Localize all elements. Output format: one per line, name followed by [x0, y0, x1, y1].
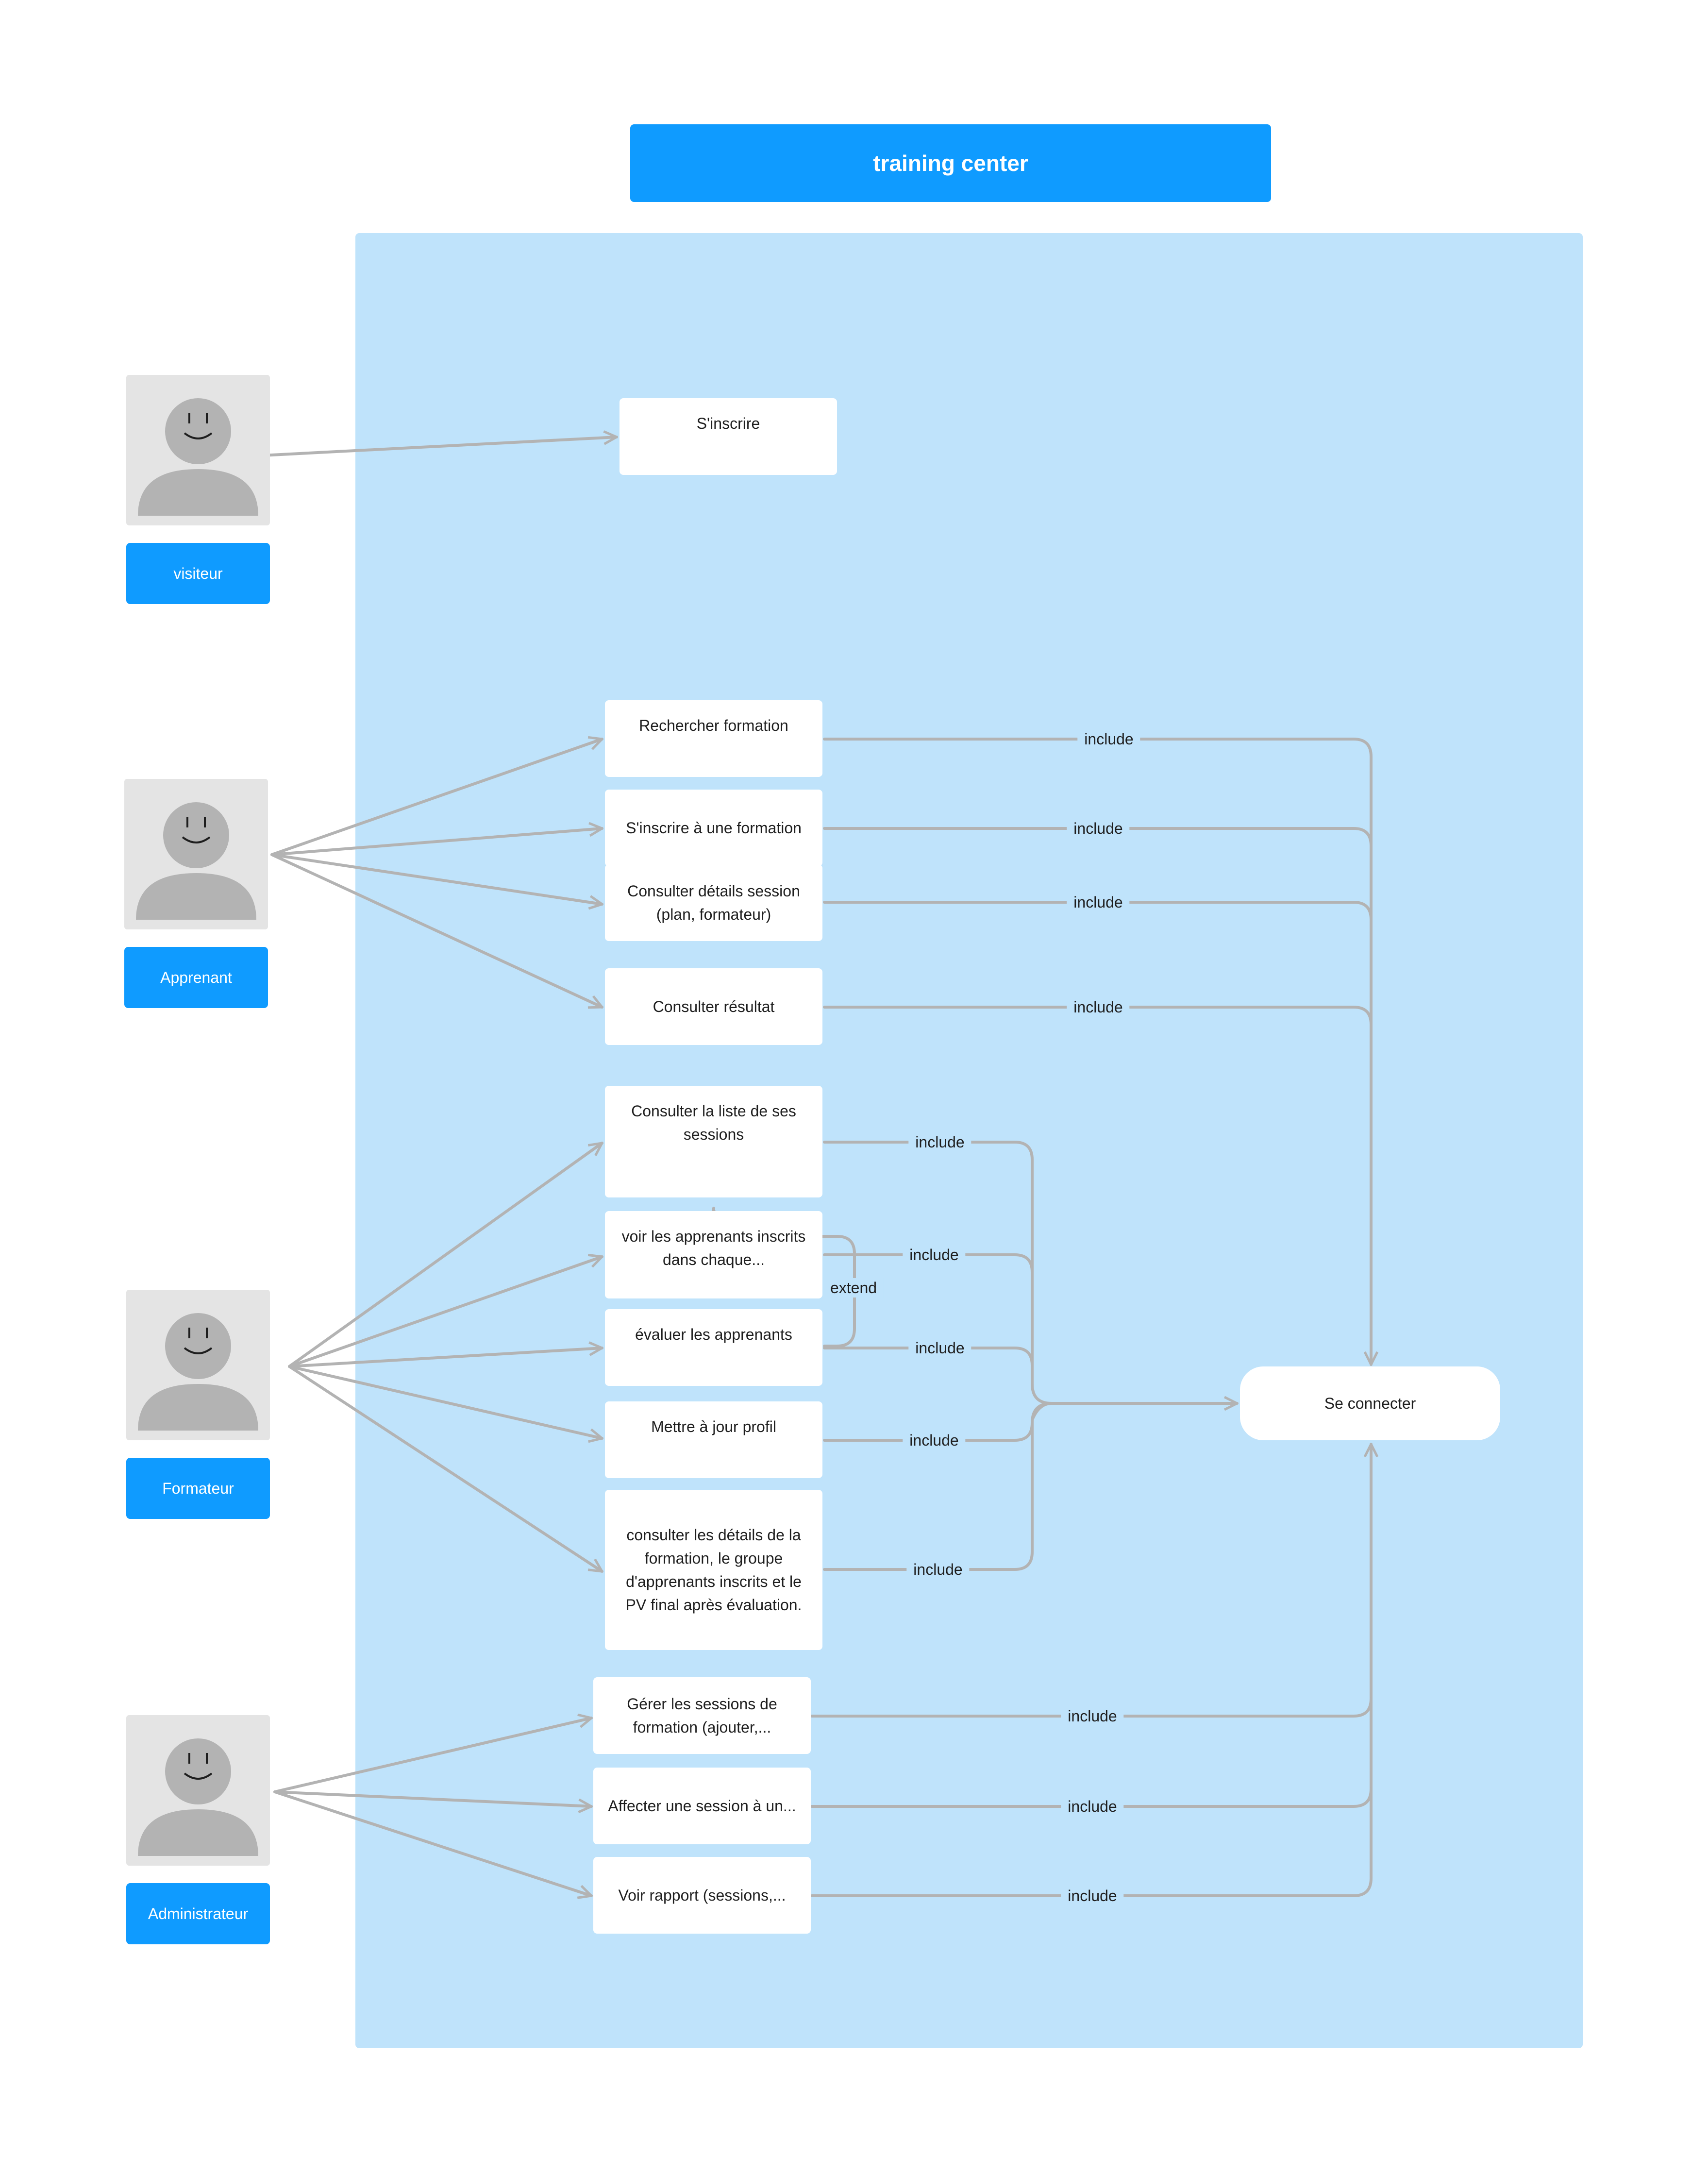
assoc-admin-affecter	[273, 1790, 593, 1806]
usecase-voir-apprenants-label: voir les apprenants inscrits dans chaque…	[621, 1228, 806, 1268]
include-inscrire-formation	[823, 827, 1373, 847]
include-label-voir-apprenants: include	[903, 1245, 966, 1264]
usecase-se-connecter-label: Se connecter	[1324, 1394, 1416, 1412]
include-label-gerer-sessions: include	[1061, 1706, 1124, 1726]
include-details-session	[823, 901, 1373, 921]
usecase-se-connecter: Se connecter	[1240, 1366, 1500, 1440]
extend-label: extend	[823, 1278, 884, 1298]
include-label-inscrire-formation: include	[1067, 819, 1130, 838]
include-gerer-sessions	[810, 1697, 1373, 1718]
usecase-evaluer-apprenants: évaluer les apprenants	[605, 1309, 822, 1386]
usecase-affecter-session-label: Affecter une session à un...	[608, 1797, 796, 1815]
usecase-gerer-sessions-label: Gérer les sessions de formation (ajouter…	[627, 1695, 777, 1736]
apprenant-avatar-icon	[124, 779, 268, 929]
assoc-apprenant-resultat	[270, 853, 602, 1007]
include-label-affecter: include	[1061, 1797, 1124, 1816]
include-voir-apprenants	[823, 1253, 1034, 1274]
usecase-mettre-a-jour-profil-label: Mettre à jour profil	[651, 1418, 776, 1435]
assoc-admin-rapport	[273, 1790, 591, 1896]
usecase-sinscrire-formation-label: S'inscrire à une formation	[626, 819, 802, 837]
include-rechercher	[823, 738, 1371, 1366]
include-label-profil: include	[903, 1431, 966, 1450]
actor-administrateur-label: Administrateur	[126, 1883, 270, 1944]
usecase-consulter-resultat-label: Consulter résultat	[653, 998, 775, 1015]
usecase-gerer-sessions: Gérer les sessions de formation (ajouter…	[593, 1677, 811, 1754]
assoc-formateur-liste-sessions	[288, 1143, 602, 1368]
assoc-formateur-voir-apprenants	[288, 1257, 602, 1368]
usecase-mettre-a-jour-profil: Mettre à jour profil	[605, 1401, 822, 1478]
include-details-formation	[823, 1402, 1053, 1571]
formateur-avatar-icon	[126, 1290, 270, 1440]
visiteur-avatar-icon	[126, 375, 270, 525]
include-label-rapport: include	[1061, 1886, 1124, 1905]
usecase-rechercher-formation-label: Rechercher formation	[639, 717, 788, 734]
usecase-voir-rapport-label: Voir rapport (sessions,...	[618, 1887, 786, 1904]
include-label-details-session: include	[1067, 893, 1130, 912]
usecase-consulter-details-formation-label: consulter les détails de la formation, l…	[625, 1526, 802, 1614]
assoc-apprenant-details-session	[270, 853, 602, 904]
include-resultat	[823, 1006, 1373, 1026]
usecase-consulter-liste-sessions-label: Consulter la liste de ses sessions	[631, 1102, 796, 1143]
include-label-liste-sessions: include	[908, 1132, 971, 1152]
usecase-voir-rapport: Voir rapport (sessions,...	[593, 1857, 811, 1934]
actor-visiteur-label: visiteur	[126, 543, 270, 604]
usecase-consulter-resultat: Consulter résultat	[605, 968, 822, 1045]
include-affecter	[810, 1787, 1373, 1808]
include-label-rechercher: include	[1077, 729, 1140, 749]
administrateur-avatar-icon	[126, 1715, 270, 1866]
assoc-formateur-evaluer	[288, 1348, 603, 1368]
actor-formateur-label: Formateur	[126, 1458, 270, 1519]
diagram-title: training center	[630, 124, 1271, 202]
assoc-apprenant-rechercher	[270, 739, 602, 856]
assoc-formateur-profil	[288, 1365, 602, 1438]
include-rapport	[810, 1443, 1371, 1897]
include-label-resultat: include	[1067, 997, 1130, 1017]
assoc-apprenant-inscrire-formation	[270, 828, 602, 856]
usecase-sinscrire-formation: S'inscrire à une formation	[605, 790, 822, 866]
usecase-rechercher-formation: Rechercher formation	[605, 700, 822, 777]
usecase-affecter-session: Affecter une session à un...	[593, 1768, 811, 1844]
usecase-sinscrire: S'inscrire	[620, 398, 837, 475]
assoc-formateur-details-formation	[288, 1365, 602, 1571]
usecase-voir-apprenants: voir les apprenants inscrits dans chaque…	[605, 1211, 822, 1298]
usecase-consulter-details-session-label: Consulter détails session (plan, formate…	[627, 882, 800, 923]
assoc-admin-gerer-sessions	[273, 1718, 591, 1793]
usecase-sinscrire-label: S'inscrire	[696, 415, 760, 432]
usecase-consulter-details-session: Consulter détails session (plan, formate…	[605, 864, 822, 941]
usecase-consulter-details-formation: consulter les détails de la formation, l…	[605, 1490, 822, 1650]
include-evaluer	[823, 1347, 1034, 1367]
actor-apprenant-label: Apprenant	[124, 947, 268, 1008]
include-label-details-formation: include	[906, 1560, 970, 1579]
include-label-evaluer: include	[908, 1338, 971, 1358]
usecase-evaluer-apprenants-label: évaluer les apprenants	[635, 1326, 792, 1343]
usecase-consulter-liste-sessions: Consulter la liste de ses sessions	[605, 1086, 822, 1197]
assoc-visiteur-sinscrire	[261, 437, 618, 457]
